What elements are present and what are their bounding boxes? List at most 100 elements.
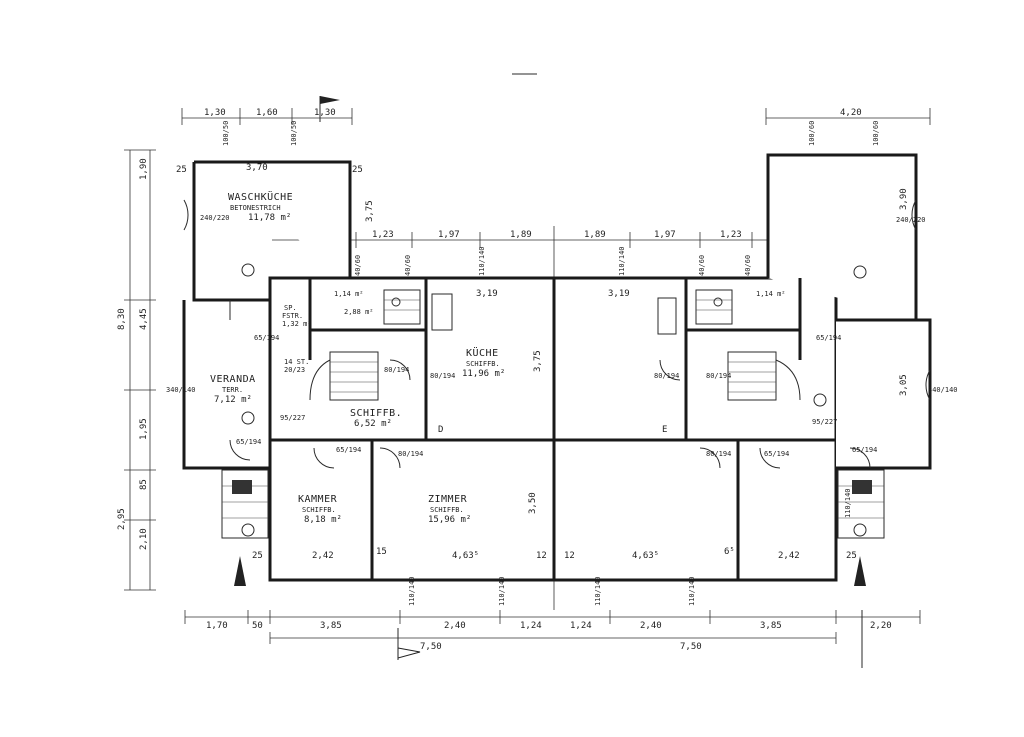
dim-label: 15: [376, 547, 387, 557]
door-label: 80/194: [706, 372, 731, 380]
room-waschkueche: WASCHKÜCHE BETONESTRICH 11,78 m²: [228, 190, 293, 223]
dim-label: 3,75: [533, 350, 543, 372]
staircase-right: [727, 351, 801, 401]
dim-label: 3,85: [320, 621, 342, 631]
room-name: KÜCHE: [466, 346, 499, 359]
door-label: 340/140: [166, 386, 196, 394]
dim-label: 50: [252, 621, 263, 631]
dim-label: 1,90: [139, 158, 149, 180]
door-label: 65/194: [254, 334, 279, 342]
dim-label: 1,89: [584, 230, 606, 240]
window-label: 100/60: [872, 121, 880, 146]
entrance-steps-left: [221, 469, 269, 586]
dim-label: 7,50: [680, 642, 702, 652]
dim-label: 25: [252, 551, 263, 561]
door-label: 65/194: [816, 334, 841, 342]
dim-label: 85: [139, 479, 149, 490]
room-sub: SCHIFFB.: [430, 506, 464, 514]
chimney-symbols: [241, 263, 867, 537]
door-label: 95/227: [280, 414, 305, 422]
dim-label: 4,63⁵: [632, 551, 659, 561]
dim-label: 1,97: [654, 230, 676, 240]
window-label: 110/140: [478, 246, 486, 276]
staircase-left: [309, 351, 379, 401]
entrance-arrow-icon: [234, 556, 246, 586]
dim-label: 3,19: [608, 289, 630, 299]
stair-sub: 20/23: [284, 366, 305, 374]
door-label: 80/194: [384, 366, 409, 374]
room-name: WASCHKÜCHE: [228, 190, 293, 203]
dim-label: 12: [536, 551, 547, 561]
door-label: 340/140: [928, 386, 958, 394]
room-name: SP.: [284, 304, 297, 312]
room-name: ZIMMER: [428, 494, 468, 505]
dim-label: 2,95: [117, 508, 127, 530]
dim-label: 3,05: [899, 374, 909, 396]
room-name: SCHIFFB.: [350, 408, 402, 419]
window-label: 40/60: [744, 255, 752, 276]
dim-label: 1,23: [720, 230, 742, 240]
mark-d: D: [438, 425, 443, 435]
room-name: KAMMER: [298, 494, 338, 505]
window-label: 110/140: [844, 488, 852, 518]
room-area: 8,18 m²: [304, 515, 342, 525]
dim-label: 3,70: [246, 163, 268, 173]
door-label: 65/194: [852, 446, 877, 454]
room-area: 11,78 m²: [248, 213, 291, 223]
room-bad-area: 2,88 m²: [344, 308, 374, 316]
dim-label: 1,70: [206, 621, 228, 631]
dim-label: 1,24: [570, 621, 592, 631]
window-label: 110/140: [618, 246, 626, 276]
dim-label: 3,75: [365, 200, 375, 222]
dim-label: 2,40: [444, 621, 466, 631]
entrance-steps-right: [837, 469, 885, 586]
dim-label: 2,10: [139, 528, 149, 550]
dim-label: 1,97: [438, 230, 460, 240]
inner-dimensions: 2,42 4,63⁵ 4,63⁵ 2,42 3,50 3,75 3,19 3,1…: [176, 163, 909, 561]
window-label: 40/60: [354, 255, 362, 276]
walls: [182, 153, 932, 582]
dim-label: 3,50: [528, 492, 538, 514]
dim-label: 12: [564, 551, 575, 561]
section-flag-icon: [397, 647, 421, 659]
room-sub: TERR.: [222, 386, 243, 394]
dim-label: 1,95: [139, 418, 149, 440]
opening-labels: 100/50 100/50 100/60 100/60 110/140 110/…: [166, 121, 958, 606]
room-speis: SP. FSTR. 1,32 m²: [282, 304, 312, 328]
dim-label: 4,45: [139, 308, 149, 330]
dim-label: 1,30: [314, 108, 336, 118]
room-area: 15,96 m²: [428, 515, 471, 525]
door-label: 80/194: [430, 372, 455, 380]
mark-e: E: [662, 425, 667, 435]
north-flag-icon: [320, 96, 340, 104]
room-name: VERANDA: [210, 374, 256, 385]
room-area: 7,12 m²: [214, 395, 252, 405]
dim-label: 25: [176, 165, 187, 175]
window-label: 40/60: [404, 255, 412, 276]
dim-label: 3,19: [476, 289, 498, 299]
window-label: 40/60: [698, 255, 706, 276]
dim-label: 25: [846, 551, 857, 561]
dim-label: 1,89: [510, 230, 532, 240]
dim-label: 1,30: [204, 108, 226, 118]
window-label: 110/140: [408, 576, 416, 606]
door-swings: [183, 199, 931, 469]
room-veranda: VERANDA TERR. 7,12 m²: [210, 374, 256, 405]
room-kueche: KÜCHE SCHIFFB. 11,96 m²: [462, 346, 505, 379]
room-wc-area-right: 1,14 m²: [756, 290, 786, 298]
dim-label: 4,63⁵: [452, 551, 479, 561]
dim-label: 3,85: [760, 621, 782, 631]
dim-label: 25: [352, 165, 363, 175]
top-dimension-chain: 1,30 1,60 1,30 4,20: [181, 96, 931, 125]
door-label: 95/227: [812, 418, 837, 426]
dim-label: 1,24: [520, 621, 542, 631]
door-label: 80/194: [398, 450, 423, 458]
door-label: 65/194: [764, 450, 789, 458]
stair-label: 14 ST.: [284, 358, 309, 366]
dim-label: 3,90: [899, 188, 909, 210]
window-label: 100/60: [808, 121, 816, 146]
room-kammer: KAMMER SCHIFFB. 8,18 m²: [298, 494, 342, 525]
door-label: 80/194: [706, 450, 731, 458]
window-label: 100/50: [290, 121, 298, 146]
